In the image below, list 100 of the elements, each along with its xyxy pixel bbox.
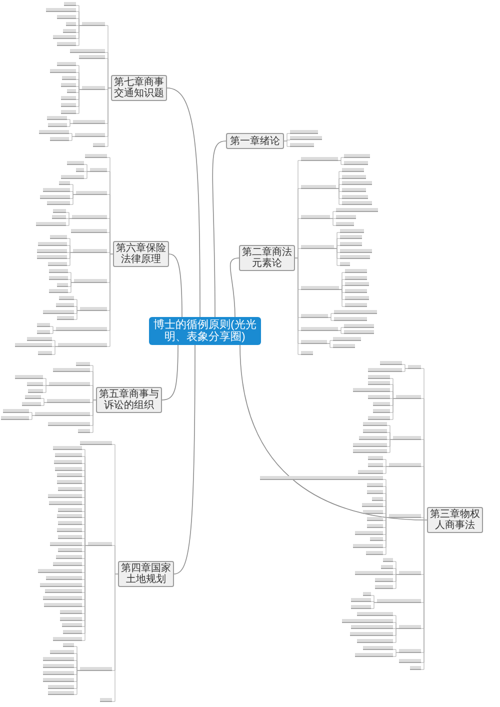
blurred-text-bar — [408, 364, 421, 368]
blurred-text-bar — [57, 472, 82, 476]
blurred-text-bar — [301, 350, 313, 354]
blurred-text-bar — [62, 76, 76, 80]
blurred-text-bar — [53, 208, 66, 212]
connector-line — [334, 245, 340, 249]
blurred-text-bar — [1, 416, 29, 420]
blurred-text-bar — [370, 536, 383, 540]
blurred-text-bar — [393, 436, 421, 440]
blurred-text-bar — [58, 508, 82, 512]
blurred-text-bar — [363, 428, 387, 432]
connector-line — [402, 364, 408, 369]
blurred-text-bar — [27, 382, 43, 386]
blurred-text-bar — [57, 316, 74, 320]
blurred-text-bar — [46, 8, 76, 12]
connector-line — [370, 595, 378, 603]
blurred-text-bar — [344, 330, 374, 334]
connector-line — [50, 326, 56, 331]
blurred-text-bar — [88, 542, 112, 546]
blurred-text-bar — [290, 130, 318, 134]
blurred-text-bar — [60, 610, 82, 614]
connector-line — [284, 140, 290, 142]
connector-line — [40, 398, 48, 403]
connector-line — [390, 391, 396, 399]
connector-line — [402, 368, 408, 372]
chapter-topic: 第六章保险法律原理 — [113, 241, 169, 267]
blurred-text-bar — [57, 42, 76, 46]
blurred-text-bar — [67, 88, 76, 92]
blurred-text-bar — [40, 194, 70, 198]
connector-line — [390, 398, 396, 420]
blurred-text-bar — [363, 646, 393, 650]
blurred-text-bar — [58, 486, 82, 490]
blurred-text-bar — [71, 228, 107, 232]
blurred-text-bar — [90, 168, 107, 172]
blurred-text-bar — [344, 324, 374, 328]
blurred-text-bar — [62, 622, 82, 626]
blurred-text-bar — [25, 394, 41, 398]
blurred-text-bar — [350, 632, 393, 636]
blurred-text-bar — [50, 234, 67, 238]
blurred-text-bar — [73, 120, 105, 124]
connector-line — [90, 385, 96, 400]
connector-line — [70, 191, 76, 195]
blurred-text-bar — [301, 214, 330, 218]
blurred-text-bar — [49, 268, 68, 272]
blurred-text-bar — [38, 242, 67, 246]
blurred-text-bar — [58, 534, 82, 538]
blurred-text-bar — [355, 652, 393, 656]
blurred-text-bar — [351, 598, 371, 602]
blurred-text-bar — [72, 214, 107, 218]
connector-line — [284, 133, 290, 142]
blurred-text-bar — [73, 248, 107, 252]
blurred-text-bar — [74, 278, 107, 282]
blurred-text-bar — [58, 548, 82, 552]
blurred-text-bar — [345, 282, 369, 286]
connector-line — [338, 330, 344, 334]
connector-line — [40, 402, 48, 406]
blurred-text-bar — [396, 394, 421, 398]
blurred-text-bar — [50, 68, 76, 72]
blurred-text-bar — [37, 330, 50, 334]
blurred-text-bar — [340, 262, 350, 266]
branch-curve — [174, 344, 196, 574]
blurred-text-bar — [368, 394, 390, 398]
blurred-text-bar — [63, 630, 82, 634]
blurred-text-bar — [373, 408, 390, 412]
blurred-text-bar — [80, 666, 112, 670]
blurred-text-bar — [61, 82, 76, 86]
blurred-text-bar — [36, 222, 66, 226]
blurred-text-bar — [399, 658, 421, 662]
blurred-text-bar — [301, 156, 338, 160]
blurred-text-bar — [15, 374, 43, 378]
connector-line — [112, 574, 118, 702]
blurred-text-bar — [336, 222, 354, 226]
blurred-text-bar — [82, 22, 105, 26]
blurred-text-bar — [78, 428, 90, 432]
chapter-topic: 第二章商法元素论 — [239, 245, 295, 271]
blurred-text-bar — [48, 262, 67, 266]
blurred-text-bar — [367, 490, 383, 494]
blurred-text-bar — [76, 190, 107, 194]
blurred-text-bar — [80, 440, 112, 444]
connector-line — [106, 232, 114, 254]
connector-line — [74, 670, 80, 695]
blurred-text-bar — [344, 160, 368, 164]
blurred-text-bar — [64, 2, 76, 6]
blurred-text-bar — [22, 402, 41, 406]
blurred-text-bar — [58, 520, 82, 524]
connector-line — [370, 602, 378, 609]
connector-line — [68, 133, 76, 137]
blurred-text-bar — [48, 122, 67, 126]
blurred-text-bar — [345, 288, 367, 292]
blurred-text-bar — [342, 194, 368, 198]
connector-line — [382, 459, 390, 467]
blurred-text-bar — [366, 550, 383, 554]
blurred-text-bar — [56, 554, 82, 558]
blurred-text-bar — [49, 500, 82, 504]
connector-line — [326, 340, 334, 344]
blurred-text-bar — [75, 132, 105, 136]
connector-line — [90, 400, 96, 433]
blurred-text-bar — [52, 214, 66, 218]
blurred-text-bar — [345, 276, 367, 280]
connector-line — [74, 310, 80, 320]
